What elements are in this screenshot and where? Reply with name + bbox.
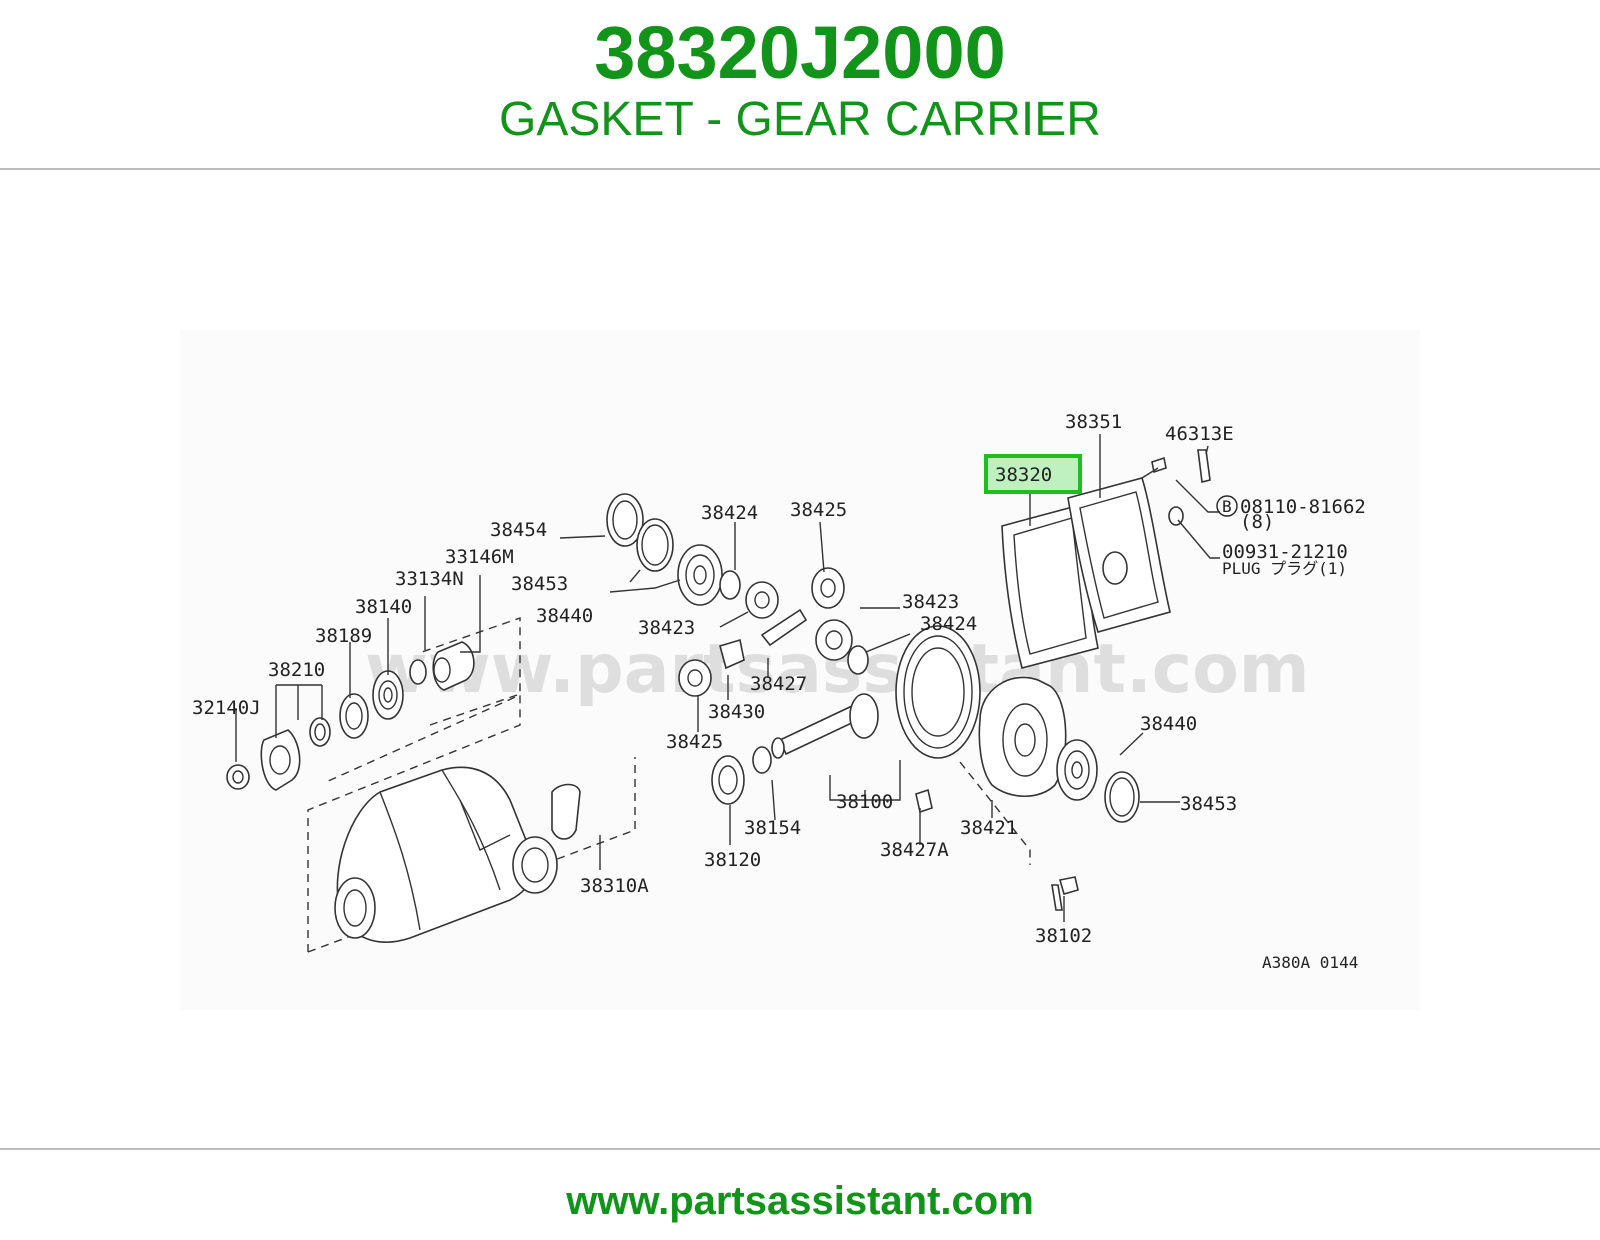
label-38189: 38189 [315, 625, 372, 647]
pinion-flange-assembly [226, 617, 521, 791]
label-08110-mark: B [1222, 497, 1232, 516]
label-38100: 38100 [836, 791, 893, 813]
label-46313e: 46313E [1165, 423, 1234, 445]
leader-lines [235, 434, 1220, 922]
label-38423-left: 38423 [638, 617, 695, 639]
label-38310a: 38310A [580, 875, 649, 897]
label-38120: 38120 [704, 849, 761, 871]
label-38427a: 38427A [880, 839, 949, 861]
label-38421: 38421 [960, 817, 1017, 839]
diagram-code: A380A 0144 [1262, 953, 1358, 972]
label-38454: 38454 [490, 519, 547, 541]
label-38140: 38140 [355, 596, 412, 618]
differential-case-group [959, 676, 1140, 911]
bolt-circle-marker [1216, 495, 1238, 517]
exploded-parts-diagram: www.partsassistant.com [180, 330, 1420, 1010]
label-38320[interactable]: 38320 [995, 464, 1052, 486]
footer-divider [0, 1148, 1600, 1150]
label-38453-lower: 38453 [1180, 793, 1237, 815]
label-38430: 38430 [708, 701, 765, 723]
label-38425-lower: 38425 [666, 731, 723, 753]
highlighted-part-box [984, 454, 1082, 494]
label-32140j: 32140J [192, 697, 261, 719]
label-38423-right: 38423 [902, 591, 959, 613]
label-33134n: 33134N [395, 568, 464, 590]
header-divider [0, 168, 1600, 170]
label-38440-upper: 38440 [536, 605, 593, 627]
label-plug: PLUG プラグ(1) [1222, 559, 1347, 578]
label-38424-lower: 38424 [920, 613, 977, 635]
label-38453-upper: 38453 [511, 573, 568, 595]
label-38424-upper: 38424 [701, 502, 758, 524]
gear-carrier-housing [307, 693, 636, 953]
label-38440-lower: 38440 [1140, 713, 1197, 735]
label-38102: 38102 [1035, 925, 1092, 947]
diagram-drawing: www.partsassistant.com [192, 411, 1366, 972]
label-38351: 38351 [1065, 411, 1122, 433]
footer-url[interactable]: www.partsassistant.com [566, 1179, 1034, 1223]
part-name-subtitle: GASKET - GEAR CARRIER [499, 93, 1101, 146]
ring-and-pinion-gear [711, 625, 981, 814]
label-08110-qty: (8) [1240, 511, 1274, 533]
rear-cover-and-gasket [1001, 449, 1211, 669]
label-38427: 38427 [750, 673, 807, 695]
label-38425-upper: 38425 [790, 499, 847, 521]
side-bearing-group-upper [606, 493, 869, 697]
label-33146m: 33146M [445, 546, 514, 568]
label-38154: 38154 [744, 817, 801, 839]
label-08110-81662: 08110-81662 [1240, 496, 1366, 518]
label-00931-21210: 00931-21210 [1222, 541, 1348, 563]
label-38210: 38210 [268, 659, 325, 681]
part-number-title: 38320J2000 [594, 11, 1006, 94]
